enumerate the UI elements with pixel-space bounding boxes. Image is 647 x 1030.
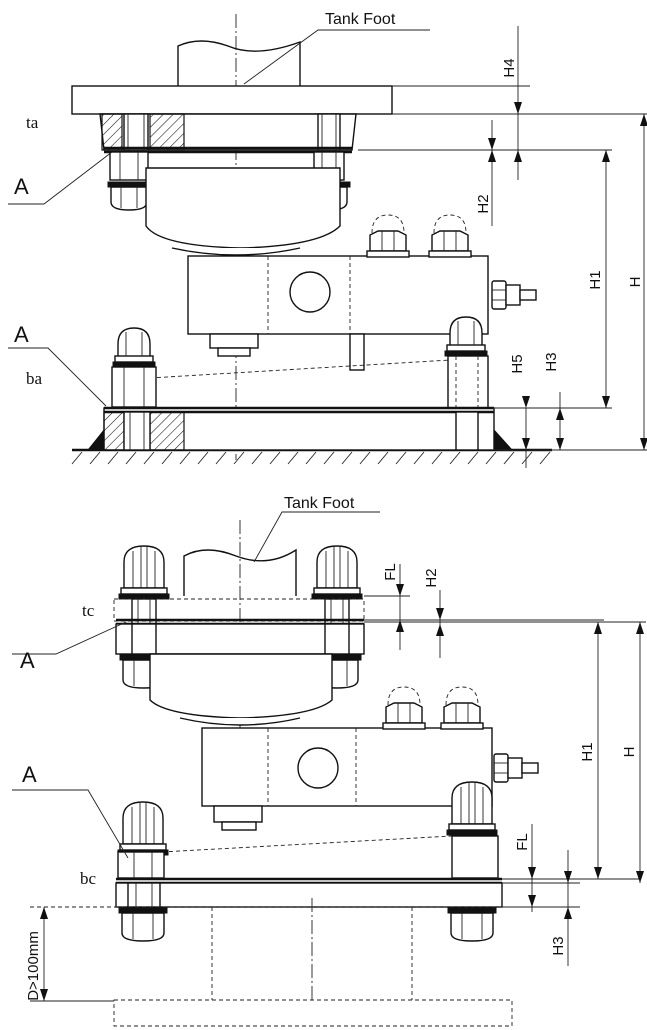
load-cell-body — [187, 255, 489, 335]
ba-label: ba — [26, 369, 43, 388]
h-label-bottom: H — [621, 747, 638, 758]
h5-label: H5 — [509, 354, 526, 373]
tc-label: tc — [82, 601, 95, 620]
h1-label-bottom: H1 — [579, 742, 596, 761]
bc-label: bc — [80, 869, 97, 888]
bottom-dimensions — [40, 564, 646, 1001]
h3-label-top: H3 — [543, 352, 560, 371]
a-label-top-bottom: A — [20, 648, 35, 673]
h3-label-bottom: H3 — [550, 936, 567, 955]
base-plate-bottom — [115, 882, 503, 908]
top-tank-foot-label: Tank Foot — [325, 11, 396, 28]
h1-label-top: H1 — [587, 270, 604, 289]
ta-label: ta — [26, 113, 39, 132]
bottom-figure: Tank Foot tc A A bc FL H2 H1 H FL H3 D>1… — [12, 495, 646, 1027]
load-cell-body-bottom — [201, 727, 493, 807]
d-label: D>100mm — [25, 931, 42, 1001]
h2-label-bottom: H2 — [423, 568, 440, 587]
h2-label-top: H2 — [475, 194, 492, 213]
fl-label-bottom: FL — [514, 833, 531, 851]
top-dimensions — [358, 26, 647, 468]
a-label-bottom: A — [14, 322, 29, 347]
h4-label: H4 — [501, 58, 518, 77]
a-label-bottom-bottom: A — [22, 762, 37, 787]
tank-foot-plate — [71, 85, 393, 115]
a-label-top: A — [14, 174, 29, 199]
h-label-top: H — [627, 277, 644, 288]
bottom-tank-foot-label: Tank Foot — [284, 495, 355, 512]
fl-label-top: FL — [382, 563, 399, 581]
top-figure: Tank Foot ta A A ba H4 H2 H1 H H5 H3 — [8, 11, 647, 468]
